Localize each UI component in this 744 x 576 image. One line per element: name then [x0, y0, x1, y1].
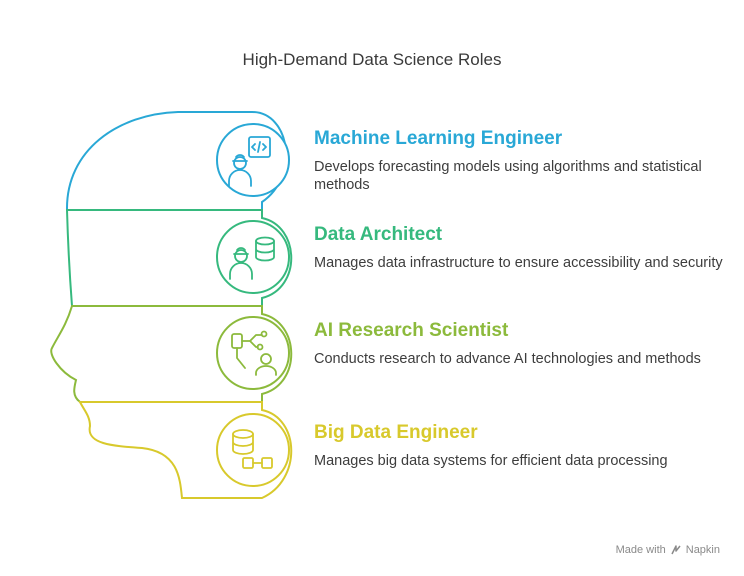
- made-with-label: Made with: [615, 544, 666, 556]
- diagram-title: High-Demand Data Science Roles: [242, 50, 502, 69]
- role-ml-engineer: Machine Learning Engineer Develops forec…: [314, 128, 724, 194]
- role-description: Conducts research to advance AI technolo…: [314, 351, 701, 367]
- role-description: Develops forecasting models using algori…: [314, 159, 702, 193]
- role-icon-ring-ml: [216, 123, 290, 197]
- database-network-icon: [232, 429, 273, 469]
- role-icon-ring-research: [216, 316, 290, 390]
- role-description: Manages data infrastructure to ensure ac…: [314, 255, 723, 271]
- head-segment-research: [50, 305, 293, 403]
- made-with-napkin-badge: Made with Napkin: [616, 544, 720, 556]
- role-ai-research-scientist: AI Research Scientist Conducts research …: [314, 320, 724, 368]
- role-data-architect: Data Architect Manages data infrastructu…: [314, 224, 724, 272]
- role-big-data-engineer: Big Data Engineer Manages big data syste…: [314, 422, 724, 470]
- napkin-logo-icon: [671, 545, 681, 555]
- role-description: Manages big data systems for efficient d…: [314, 453, 668, 469]
- engineer-code-icon: [228, 136, 271, 187]
- scientist-robot-icon: [231, 330, 277, 376]
- role-title: AI Research Scientist: [314, 320, 509, 341]
- head-segment-bigdata: [78, 401, 293, 499]
- role-title: Big Data Engineer: [314, 422, 478, 443]
- engineer-database-icon: [229, 236, 275, 280]
- role-title: Machine Learning Engineer: [314, 128, 563, 149]
- head-segment-architect: [65, 209, 293, 307]
- napkin-brand-label: Napkin: [685, 544, 720, 556]
- role-title: Data Architect: [314, 224, 443, 245]
- role-icon-ring-architect: [216, 220, 290, 294]
